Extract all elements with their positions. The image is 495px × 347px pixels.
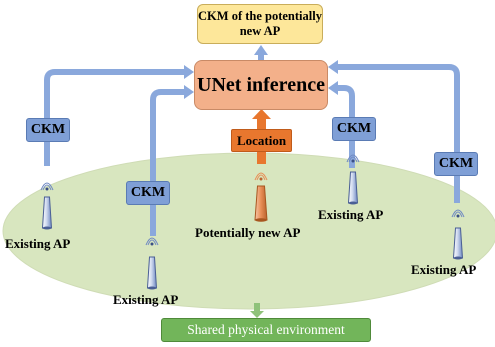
ckm-label: CKM	[438, 156, 474, 171]
ckm-arrows	[44, 54, 460, 236]
ap-antenna-4	[451, 209, 465, 260]
ckm-box-3: CKM	[332, 117, 376, 141]
existing-ap-label-3: Existing AP	[318, 207, 384, 222]
ckm-box-2: CKM	[126, 181, 170, 205]
environment-box: Shared physical environment	[161, 318, 371, 342]
ap-antenna-1	[40, 182, 54, 230]
ckm-label: CKM	[336, 121, 372, 136]
ap-antenna-3	[346, 154, 360, 205]
existing-ap-label-4: Existing AP	[411, 262, 477, 277]
environment-arrow	[250, 303, 264, 318]
existing-ap-label-2: Existing AP	[113, 292, 179, 307]
location-text: Location	[236, 132, 287, 148]
existing-ap-label-1: Existing AP	[5, 236, 71, 251]
output-ckm-box: CKM of the potentially new AP	[197, 4, 323, 44]
new-ap-antenna	[254, 172, 268, 222]
arrowheads	[184, 45, 338, 99]
location-arrow	[252, 109, 271, 164]
ckm-label: CKM	[130, 185, 166, 200]
ckm-box-4: CKM	[434, 152, 478, 176]
new-ap-label: Potentially new AP	[195, 225, 301, 240]
unet-inference-text: UNet inference	[197, 73, 325, 96]
output-ckm-text: CKM of the potentially new AP	[198, 9, 322, 38]
location-box: Location	[231, 129, 292, 152]
environment-text: Shared physical environment	[187, 322, 345, 337]
ap-antenna-2	[145, 237, 159, 290]
ckm-box-1: CKM	[26, 118, 70, 142]
unet-inference-box: UNet inference	[194, 60, 328, 110]
ckm-label: CKM	[30, 122, 66, 137]
